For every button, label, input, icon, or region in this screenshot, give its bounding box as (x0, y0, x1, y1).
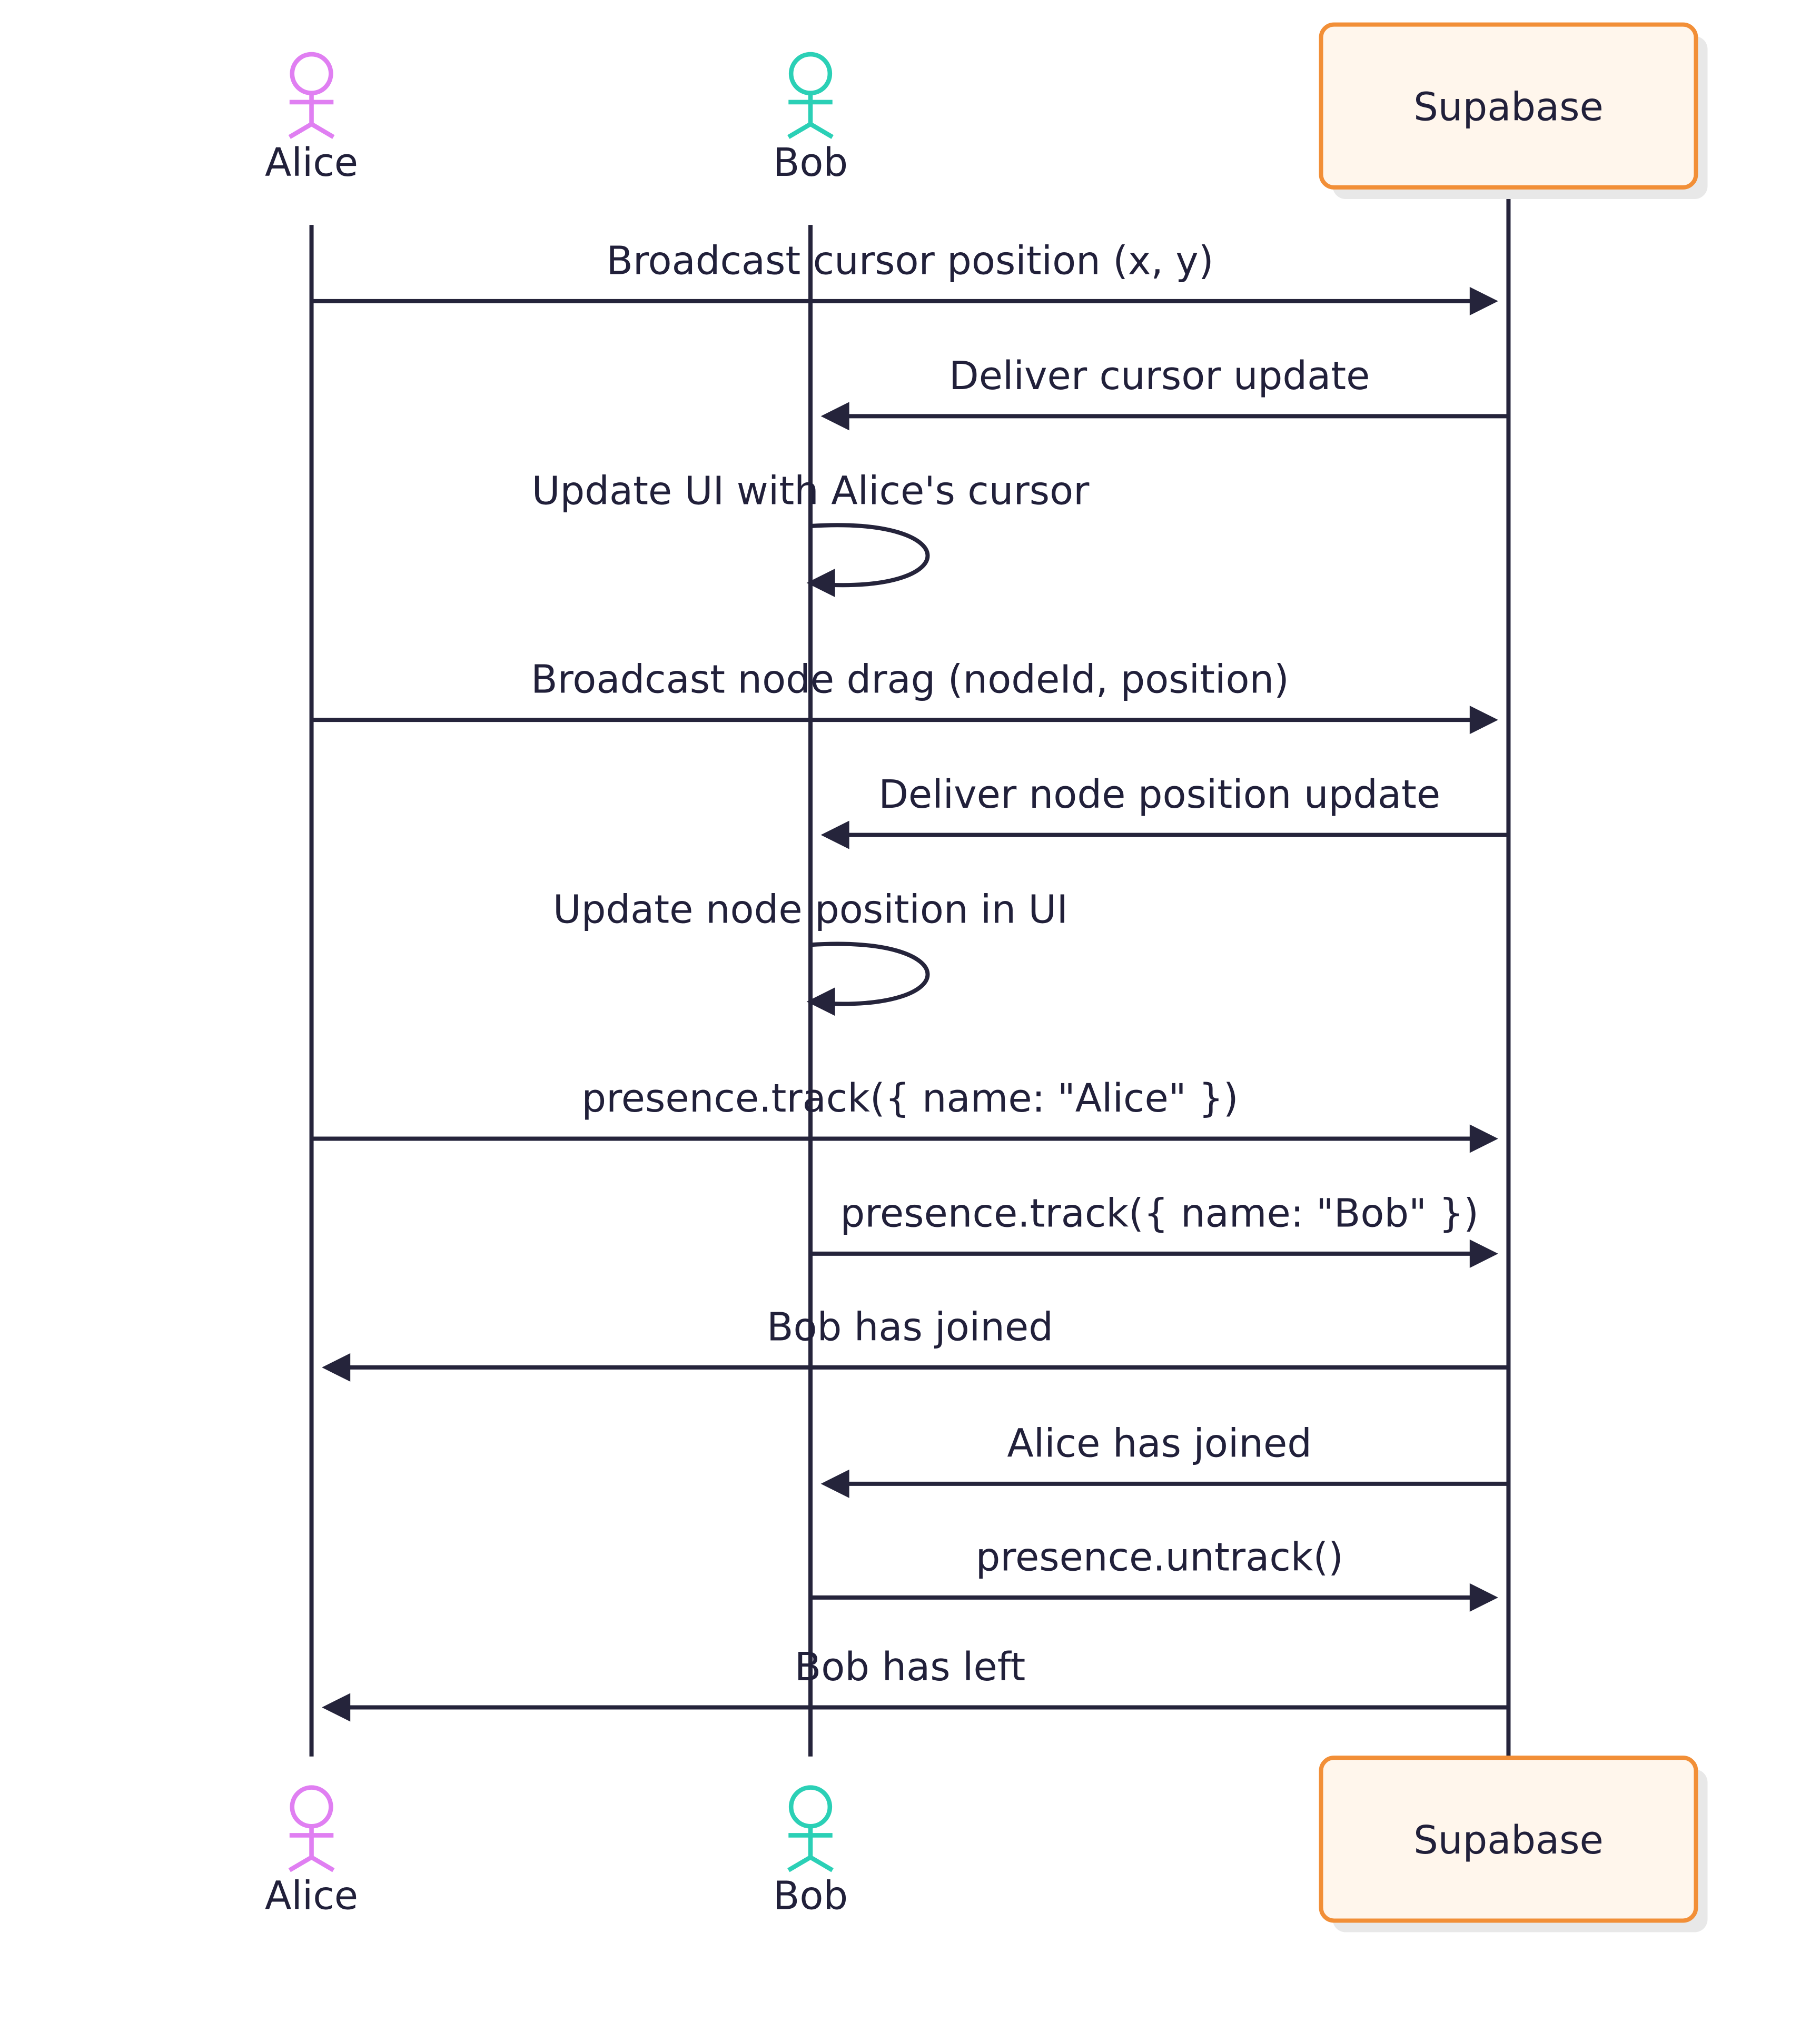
arrowhead-icon (1469, 286, 1498, 315)
message-5: Deliver node position update (820, 772, 1509, 849)
self-loop-line (810, 523, 930, 588)
supabase-box-bottom: Supabase (1319, 1756, 1708, 1932)
arrowhead-icon (322, 1693, 351, 1722)
message-label: Update UI with Alice's cursor (532, 469, 1090, 513)
arrowhead-icon (1469, 1239, 1498, 1268)
message-label: presence.track({ name: "Bob" }) (840, 1191, 1479, 1236)
message-label: Update node position in UI (553, 888, 1068, 933)
actor-leg-icon (310, 122, 335, 139)
message-label: Deliver node position update (878, 772, 1440, 817)
participant-box (1319, 1756, 1698, 1923)
actor-leg-icon (288, 1855, 313, 1872)
actor-head-icon (290, 52, 333, 96)
message-8: presence.track({ name: "Bob" }) (810, 1191, 1498, 1268)
self-loop-line (810, 941, 930, 1006)
message-4: Broadcast node drag (nodeId, position) (311, 658, 1498, 735)
arrowhead-icon (820, 402, 849, 431)
message-label: Broadcast node drag (nodeId, position) (531, 658, 1289, 702)
message-label: Alice has joined (1007, 1421, 1312, 1466)
arrowhead-icon (1469, 706, 1498, 735)
message-label: presence.untrack() (976, 1535, 1343, 1580)
bob-label: Bob (773, 141, 848, 185)
actor-head-icon (290, 1785, 333, 1829)
supabase-label: Supabase (1413, 85, 1604, 130)
bob-label: Bob (773, 1874, 848, 1918)
supabase-label: Supabase (1413, 1818, 1604, 1863)
alice-label: Alice (265, 141, 358, 185)
alice-actor-bottom: Alice (265, 1785, 358, 1918)
message-label: presence.track({ name: "Alice" }) (581, 1076, 1238, 1121)
alice-label: Alice (265, 1874, 358, 1918)
message-1: Broadcast cursor position (x, y) (311, 239, 1498, 315)
participant-box (1319, 22, 1698, 190)
message-label: Deliver cursor update (949, 354, 1370, 399)
alice-actor-top: Alice (265, 52, 358, 185)
actor-leg-icon (288, 122, 313, 139)
arrowhead-icon (1469, 1583, 1498, 1612)
message-7: presence.track({ name: "Alice" }) (311, 1076, 1498, 1153)
actor-head-icon (788, 52, 833, 96)
arrowhead-icon (820, 820, 849, 849)
actor-leg-icon (787, 122, 812, 139)
actor-head-icon (788, 1785, 833, 1829)
arrowhead-icon (1469, 1124, 1498, 1153)
supabase-box-top: Supabase (1319, 22, 1708, 200)
message-3: Update UI with Alice's cursor (532, 469, 1090, 597)
actor-leg-icon (787, 1855, 812, 1872)
message-6: Update node position in UI (553, 888, 1068, 1016)
actor-leg-icon (809, 122, 834, 139)
actor-leg-icon (310, 1855, 335, 1872)
message-10: Alice has joined (820, 1421, 1509, 1498)
message-label: Bob has left (795, 1645, 1025, 1690)
message-label: Broadcast cursor position (x, y) (606, 239, 1213, 283)
message-12: Bob has left (322, 1645, 1509, 1722)
arrowhead-icon (806, 987, 835, 1016)
message-9: Bob has joined (322, 1305, 1509, 1382)
bob-actor-bottom: Bob (773, 1785, 848, 1918)
bob-actor-top: Bob (773, 52, 848, 185)
arrowhead-icon (820, 1469, 849, 1498)
arrowhead-icon (322, 1353, 351, 1382)
message-2: Deliver cursor update (820, 354, 1509, 431)
message-label: Bob has joined (767, 1305, 1053, 1350)
actor-leg-icon (809, 1855, 834, 1872)
arrowhead-icon (806, 569, 835, 597)
message-11: presence.untrack() (810, 1535, 1498, 1612)
